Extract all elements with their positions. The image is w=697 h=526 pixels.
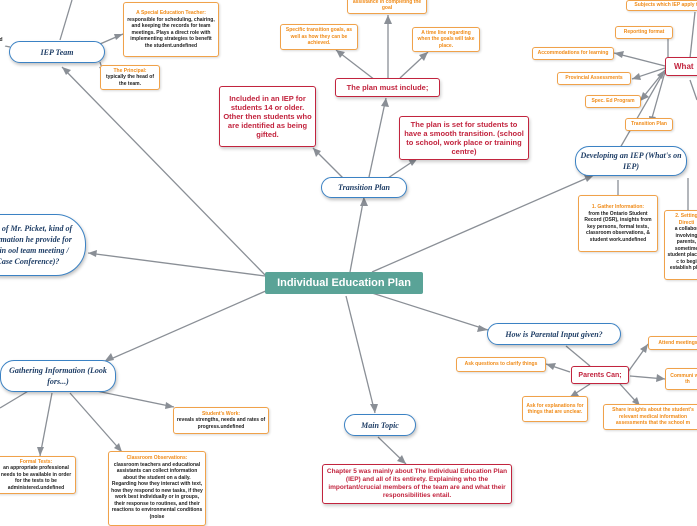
note-chapter-5[interactable]: Chapter 5 was mainly about The Individua… [322, 464, 512, 504]
formal-tests-title: Formal Tests: [19, 458, 53, 465]
note-setting-direction[interactable]: 2. Setting Directi a collabor involving … [664, 210, 697, 280]
note-timeline[interactable]: A time line regarding when the goals wil… [412, 27, 480, 52]
special-ed-teacher-body: responsible for scheduling, chairing, an… [127, 16, 215, 49]
note-gather-information[interactable]: 1. Gather Information: from the Ontario … [578, 195, 658, 252]
topic-transition-plan[interactable]: Transition Plan [321, 177, 407, 198]
topic-gathering-information[interactable]: Gathering Information (Look fors...) [0, 360, 116, 392]
note-formal-tests[interactable]: Formal Tests: an appropriate professiona… [0, 456, 76, 494]
note-students-work[interactable]: Student's Work: reveals strengths, needs… [173, 407, 269, 434]
note-special-ed-teacher[interactable]: A Special Education Teacher: responsible… [123, 2, 219, 57]
setting-body: a collabor involving parents, sometime s… [667, 226, 697, 271]
note-accommodations[interactable]: Accommodations for learning [532, 47, 614, 60]
topic-case-of-mr-picket[interactable]: Case of Mr. Picket, kind of information … [0, 214, 86, 276]
note-transition-plan-item[interactable]: Transition Plan [625, 118, 673, 131]
note-spec-ed-program[interactable]: Spec. Ed Program [585, 95, 641, 108]
students-work-title: Student's Work: [201, 410, 241, 417]
setting-title: 2. Setting Directi [675, 213, 697, 226]
topic-developing-iep[interactable]: Developing an IEP (What's on IEP) [575, 146, 687, 176]
special-ed-teacher-title: A Special Education Teacher: [136, 10, 206, 16]
note-principal[interactable]: The Principal: typically the head of the… [100, 65, 160, 90]
note-ask-explanations[interactable]: Ask for explanations for things that are… [522, 396, 588, 422]
note-attend-meetings[interactable]: Attend meetings [648, 336, 697, 350]
note-provincial-assessments[interactable]: Provincial Assessments [557, 72, 631, 85]
classroom-title: Classroom Observations: [126, 455, 188, 461]
note-fragment-left: d [0, 33, 6, 47]
note-classroom-observations[interactable]: Classroom Observations: classroom teache… [108, 451, 206, 526]
note-parents-can[interactable]: Parents Can; [571, 366, 629, 384]
note-reporting-format[interactable]: Reporting format [615, 26, 673, 39]
note-ask-questions[interactable]: Ask questions to clarify things [456, 357, 546, 372]
central-topic[interactable]: Individual Education Plan [265, 272, 423, 294]
note-assistance[interactable]: assistance in completing the goal [347, 0, 427, 14]
note-subjects[interactable]: Subjects which IEP apply t [626, 0, 697, 11]
principal-body: typically the head of the team. [105, 74, 155, 87]
note-communicate[interactable]: Communi with th [665, 368, 697, 390]
topic-iep-team[interactable]: IEP Team [9, 41, 105, 63]
students-work-body: reveals strengths, needs and rates of pr… [176, 417, 266, 430]
classroom-body: classroom teachers and educational assis… [111, 461, 203, 520]
note-specific-goals[interactable]: Specific transition goals, as well as ho… [280, 24, 358, 50]
note-what[interactable]: What [665, 57, 697, 76]
gather-title: 1. Gather Information: [591, 204, 645, 210]
note-included-in-iep[interactable]: Included in an IEP for students 14 or ol… [219, 86, 316, 147]
gather-body: from the Ontario Student Record (OSR), i… [584, 210, 652, 243]
formal-tests-body: an appropriate professional needs to be … [0, 465, 72, 491]
note-plan-is-set[interactable]: The plan is set for students to have a s… [399, 116, 529, 160]
topic-parental-input[interactable]: How is Parental Input given? [487, 323, 621, 345]
principal-title: The Principal: [113, 67, 147, 74]
note-plan-must-include[interactable]: The plan must include; [335, 78, 440, 97]
note-share-insights[interactable]: Share insights about the student's relev… [603, 404, 697, 430]
topic-main-topic[interactable]: Main Topic [344, 414, 416, 436]
